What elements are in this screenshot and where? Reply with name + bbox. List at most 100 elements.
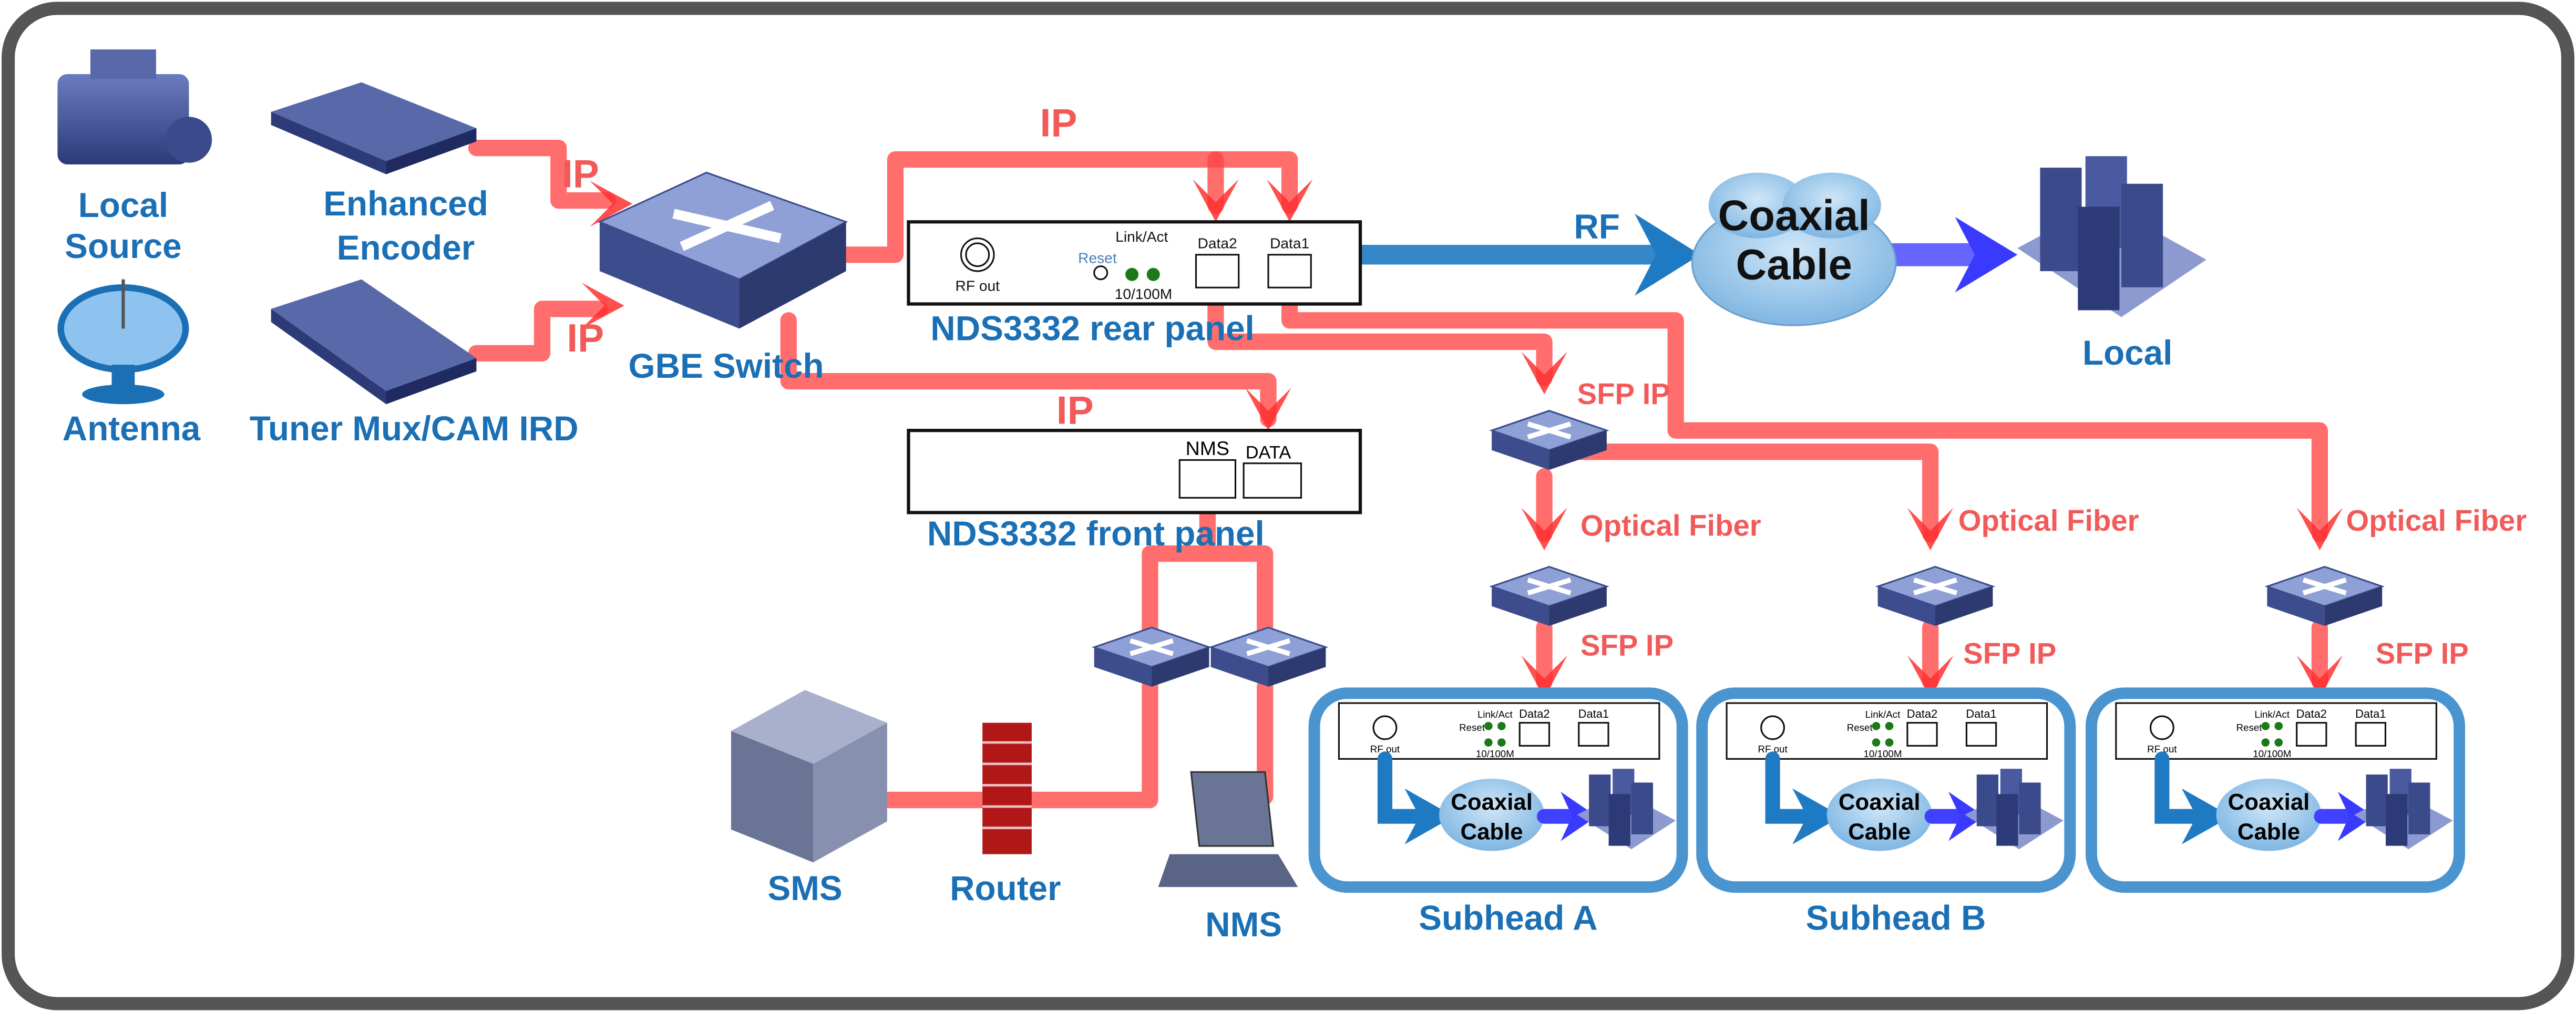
cloud-label-1: Coaxial — [2228, 789, 2310, 815]
optical-fiber-label: Optical Fiber — [2346, 504, 2527, 537]
ip-label: IP — [562, 152, 599, 196]
rf-out-port — [2149, 715, 2174, 740]
nms-port-label: NMS — [1186, 437, 1229, 459]
nms-port — [1178, 459, 1237, 499]
led-icon — [2274, 738, 2283, 747]
ip-arrow — [1193, 179, 1239, 222]
sfp-ip-label: SFP IP — [1581, 628, 1674, 662]
ip-arrow — [581, 282, 624, 329]
led-icon — [1484, 738, 1493, 747]
nms-label: NMS — [1205, 905, 1282, 944]
rf-out-label: RF out — [1758, 743, 1788, 755]
data1-port — [2355, 722, 2386, 747]
local-arrow — [1561, 791, 1597, 841]
mini-rear-panel — [1338, 702, 1660, 760]
rf-out-label: RF out — [1370, 743, 1400, 755]
reset-label: Reset — [1078, 250, 1117, 266]
local-source-label-2: Source — [65, 227, 181, 265]
ip-label: IP — [1040, 101, 1077, 145]
mini-rear-panel — [1726, 702, 2048, 760]
cloud-label-2: Cable — [1736, 241, 1852, 289]
led-icon — [1497, 722, 1506, 730]
reset-label: Reset — [1459, 722, 1485, 733]
ip-arrow — [1521, 508, 1567, 551]
led-icon — [2274, 722, 2283, 730]
led-icon — [1885, 722, 1894, 730]
rf-label: RF — [1574, 208, 1619, 246]
coaxial-cloud-icon — [1691, 172, 1897, 326]
link-act-label: Link/Act — [1865, 709, 1901, 720]
speed-label: 10/100M — [1476, 748, 1514, 759]
rf-out-label: RF out — [2147, 743, 2177, 755]
satellite-dish-icon — [57, 279, 189, 405]
data2-port — [1195, 254, 1240, 288]
gbe-switch-label: GBE Switch — [629, 347, 824, 385]
local-label: Local — [2082, 334, 2172, 372]
subheads: RF out Reset Link/Act 10/100M Data2 Data1Coax… — [1308, 687, 2466, 937]
ip-arrow — [1907, 508, 1954, 551]
optical-fiber-label: Optical Fiber — [1581, 509, 1761, 542]
firewall-icon — [982, 722, 1032, 854]
tuner-label: Tuner Mux/CAM IRD — [250, 409, 579, 448]
cloud-label-1: Coaxial — [1451, 789, 1533, 815]
led-icon — [1484, 722, 1493, 730]
data1-label: Data1 — [1966, 707, 1996, 720]
ip-arrow — [1521, 352, 1567, 395]
reset-label: Reset — [2236, 722, 2263, 733]
sms-label: SMS — [767, 869, 842, 907]
coaxial-cloud-icon — [1439, 778, 1545, 851]
sms-server-icon — [731, 690, 887, 863]
data1-port — [1578, 722, 1609, 747]
sfp-ip-label: SFP IP — [1963, 637, 2056, 670]
rf-out-port — [1760, 715, 1785, 740]
led-icon — [2261, 738, 2270, 747]
encoder-label-1: Enhanced — [323, 184, 488, 223]
data1-label: Data1 — [1270, 235, 1309, 251]
local-source-label-1: Local — [78, 186, 168, 224]
encoder-device-icon — [271, 82, 477, 174]
encoder-label-2: Encoder — [337, 229, 475, 267]
rf-arrow — [1792, 788, 1842, 844]
rf-arrow — [1404, 788, 1454, 844]
tuner-device-icon — [271, 279, 477, 405]
local-arrow — [2337, 791, 2374, 841]
front-panel-title: NDS3332 front panel — [927, 514, 1265, 553]
data2-port — [1518, 722, 1551, 747]
data2-port — [2296, 722, 2327, 747]
rf-arrow — [1635, 213, 1701, 296]
led-icon — [1497, 738, 1506, 747]
data2-port — [1906, 722, 1938, 747]
antenna-label: Antenna — [63, 409, 201, 448]
reset-label: Reset — [1847, 722, 1873, 733]
router-label: Router — [950, 869, 1061, 907]
optical-fiber-label: Optical Fiber — [1958, 504, 2139, 537]
data2-label: Data2 — [1198, 235, 1237, 251]
data1-port — [1965, 722, 1997, 747]
led-icon — [1872, 738, 1881, 747]
data2-label: Data2 — [2296, 707, 2327, 720]
coaxial-cloud-icon — [2216, 778, 2322, 851]
sfp-ip-label: SFP IP — [1577, 377, 1670, 410]
rear-panel: RF out Reset Link/Act 10/100M Data2 Data… — [907, 220, 1362, 306]
rear-panel-title: NDS3332 rear panel — [930, 309, 1254, 347]
data-port-label: DATA — [1246, 442, 1291, 462]
data1-label: Data1 — [1578, 707, 1609, 720]
laptop-icon — [1158, 771, 1298, 887]
cloud-label-2: Cable — [1461, 819, 1523, 845]
led-icon — [1872, 722, 1881, 730]
coaxial-cloud-icon — [1826, 778, 1932, 851]
led-icon — [1885, 738, 1894, 747]
gbe-switch-icon — [597, 171, 848, 329]
link-act-label: Link/Act — [1477, 709, 1513, 720]
ip-arrow — [1245, 387, 1291, 431]
camera-icon — [57, 49, 212, 164]
speed-label: 10/100M — [1115, 286, 1172, 302]
ip-arrow — [1266, 179, 1313, 222]
link-act-label: Link/Act — [1115, 229, 1168, 245]
ip-label: IP — [567, 316, 604, 360]
led-icon — [2261, 722, 2270, 730]
